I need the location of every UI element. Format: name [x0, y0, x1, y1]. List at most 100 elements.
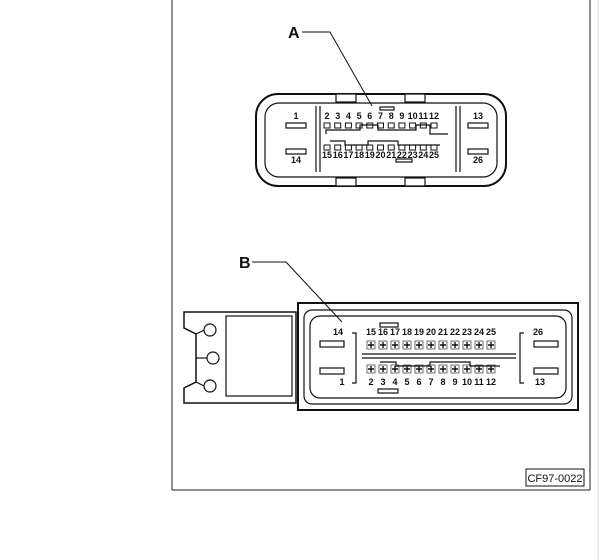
pin-label: 21	[386, 150, 396, 160]
pin-terminal	[392, 366, 398, 372]
pin-terminal-frame	[402, 364, 412, 374]
pin-label: 8	[440, 377, 445, 387]
pin-label: 11	[419, 111, 429, 121]
pin-label: 12	[429, 111, 439, 121]
pin-terminal-frame	[378, 364, 388, 374]
pin-socket	[398, 144, 406, 151]
connector-a-pin-boxes	[323, 122, 438, 151]
pin-label: 1	[293, 111, 298, 121]
pin-terminal-frame	[366, 364, 376, 374]
pin-label: 5	[404, 377, 409, 387]
connector-b	[183, 261, 579, 411]
pin-label: 3	[335, 111, 340, 121]
pin-label: 25	[486, 327, 496, 337]
pin-terminal-frame	[450, 364, 460, 374]
pin-terminal	[368, 366, 374, 372]
pin-socket	[377, 122, 384, 129]
pin-socket	[430, 122, 438, 129]
pin-terminal	[404, 342, 410, 348]
pin-socket	[366, 144, 374, 151]
pin-terminal	[416, 366, 422, 372]
pin-label: 14	[291, 155, 301, 165]
pin-socket	[323, 122, 331, 129]
pin-label: 21	[438, 327, 448, 337]
pin-terminal	[368, 342, 374, 348]
pin-terminal-frame	[450, 340, 460, 350]
pin-label: 24	[418, 150, 428, 160]
pin-label: 2	[368, 377, 373, 387]
pin-label: 19	[365, 150, 375, 160]
pin-terminal-frame	[426, 340, 436, 350]
pin-label: 4	[346, 111, 351, 121]
pin-label: 16	[333, 150, 343, 160]
pin-label: 13	[473, 111, 483, 121]
connector-a-label: A	[288, 25, 300, 42]
pin-terminal	[440, 342, 446, 348]
pin-terminal	[488, 366, 494, 372]
pin-terminal-frame	[462, 340, 472, 350]
pin-terminal	[428, 342, 434, 348]
pin-socket	[344, 144, 352, 151]
pin-label: 7	[428, 377, 433, 387]
pin-terminal-frame	[402, 340, 412, 350]
pin-label: 18	[354, 150, 364, 160]
pin-socket	[323, 144, 331, 151]
pin-label: 20	[426, 327, 436, 337]
pin-socket	[419, 122, 427, 129]
pin-label: 12	[486, 377, 496, 387]
pin-terminal	[488, 342, 494, 348]
pin-label: 16	[378, 327, 388, 337]
pin-label: 23	[462, 327, 472, 337]
pin-label: 9	[452, 377, 457, 387]
pin-label: 22	[450, 327, 460, 337]
pin-label: 20	[375, 150, 385, 160]
diagram-frame	[171, 0, 591, 491]
pin-terminal-frame	[426, 364, 436, 374]
pin-label: 25	[429, 150, 439, 160]
pin-socket	[409, 144, 417, 151]
pin-socket	[355, 144, 363, 151]
pin-socket	[387, 144, 395, 151]
connector-a	[255, 31, 507, 187]
pin-terminal	[416, 342, 422, 348]
pin-socket	[334, 144, 342, 151]
pin-label: 10	[408, 111, 418, 121]
pin-label: 26	[533, 327, 543, 337]
pin-label: 13	[535, 377, 545, 387]
pin-terminal	[392, 342, 398, 348]
pin-socket	[387, 122, 395, 129]
pin-label: 8	[389, 111, 394, 121]
pin-label: 10	[462, 377, 472, 387]
pin-terminal-frame	[366, 340, 376, 350]
pin-label: 17	[390, 327, 400, 337]
pin-socket	[398, 122, 406, 129]
pin-label: 3	[380, 377, 385, 387]
pin-terminal	[428, 366, 434, 372]
pin-label: 7	[378, 111, 383, 121]
pin-socket	[344, 122, 352, 129]
pin-terminal-frame	[438, 340, 448, 350]
reference-box	[525, 468, 585, 487]
pin-label: 2	[324, 111, 329, 121]
pin-terminal-frame	[474, 340, 484, 350]
pin-label: 18	[402, 327, 412, 337]
pin-terminal	[452, 366, 458, 372]
pin-terminal	[452, 342, 458, 348]
pin-label: 5	[357, 111, 362, 121]
pin-terminal	[404, 366, 410, 372]
pin-label: 19	[414, 327, 424, 337]
pin-terminal	[380, 342, 386, 348]
pin-label: 23	[408, 150, 418, 160]
pin-terminal	[464, 366, 470, 372]
pin-label: 1	[339, 377, 344, 387]
pin-label: 15	[322, 150, 332, 160]
pin-socket	[377, 144, 384, 151]
reference-code: CF97-0022	[527, 473, 582, 485]
pin-terminal-frame	[486, 364, 496, 374]
pin-label: 6	[367, 111, 372, 121]
pin-label: 24	[474, 327, 484, 337]
pin-terminal	[380, 366, 386, 372]
pin-socket	[430, 144, 438, 151]
